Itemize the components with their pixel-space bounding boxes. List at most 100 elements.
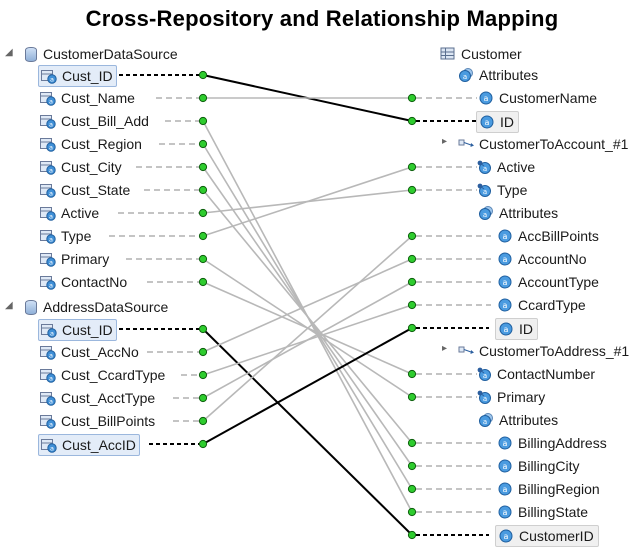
right-type[interactable]: a Type [476, 180, 527, 200]
right-ccardtype-label: CcardType [518, 297, 586, 313]
database-icon [22, 299, 38, 315]
left-connector-node[interactable] [198, 416, 208, 426]
left-connector-node[interactable] [198, 393, 208, 403]
right-accounttype-label: AccountType [518, 274, 599, 290]
attribute-icon: a [497, 297, 513, 313]
right-connector-node[interactable] [407, 277, 417, 287]
right-ccardtype[interactable]: a CcardType [497, 295, 586, 315]
left-connector-node[interactable] [198, 324, 208, 334]
attribute-icon: a [476, 182, 492, 198]
right-connector-node[interactable] [407, 116, 417, 126]
right-accountno-label: AccountNo [518, 251, 587, 267]
datasource-customer[interactable]: CustomerDataSource [22, 44, 178, 64]
left-connector-node[interactable] [198, 208, 208, 218]
left-connector-node[interactable] [198, 70, 208, 80]
expand-arrow-icon[interactable]: ◢ [5, 47, 13, 58]
svg-text:a: a [49, 375, 53, 383]
field-icon: a [40, 274, 56, 290]
relationship-customer-to-account[interactable]: CustomerToAccount_#1 [458, 134, 628, 154]
attribute-icon [458, 136, 474, 152]
left-connector-node[interactable] [198, 162, 208, 172]
right-connector-node[interactable] [407, 392, 417, 402]
left-connector-node[interactable] [198, 93, 208, 103]
right-connector-node[interactable] [407, 185, 417, 195]
right-connector-node[interactable] [407, 93, 417, 103]
right-connector-node[interactable] [407, 438, 417, 448]
right-connector-node[interactable] [407, 231, 417, 241]
right-customerid[interactable]: a CustomerID [495, 525, 599, 547]
left-connector-node[interactable] [198, 439, 208, 449]
attributes-group-label: Attributes [499, 205, 559, 221]
right-connector-node[interactable] [407, 254, 417, 264]
left-field-a4-field-label: Cust_City [61, 159, 122, 175]
left-connector-node[interactable] [198, 347, 208, 357]
right-type-label: Type [497, 182, 528, 198]
left-field-b0-field-label: Cust_ID [62, 322, 113, 338]
attribute-icon: a [498, 528, 514, 544]
left-connector-node[interactable] [198, 185, 208, 195]
attribute-icon: a [458, 67, 474, 83]
collapse-arrow-icon[interactable]: ▸ [442, 136, 448, 147]
left-connector-node[interactable] [198, 277, 208, 287]
right-connector-node[interactable] [407, 461, 417, 471]
datasource-address[interactable]: AddressDataSource [22, 297, 168, 317]
left-connector-node[interactable] [198, 139, 208, 149]
left-connector-node[interactable] [198, 254, 208, 264]
svg-text:a: a [49, 121, 53, 129]
right-connector-node[interactable] [407, 530, 417, 540]
right-connector-node[interactable] [407, 507, 417, 517]
mapping-line [202, 189, 413, 444]
right-connector-node[interactable] [407, 323, 417, 333]
entity-customer[interactable]: Customer [440, 44, 522, 64]
field-icon: a [40, 90, 56, 106]
right-connector-node[interactable] [407, 162, 417, 172]
left-field-a0-field-label: Cust_ID [62, 68, 113, 84]
relationship-customer-to-address[interactable]: CustomerToAddress_#1 [458, 341, 629, 361]
collapse-arrow-icon[interactable]: ▸ [442, 343, 448, 354]
expand-arrow-icon[interactable]: ◢ [5, 300, 13, 311]
right-customerid-label: CustomerID [519, 528, 594, 544]
right-active-label: Active [497, 159, 536, 175]
right-connector-node[interactable] [407, 369, 417, 379]
right-connector-node[interactable] [407, 300, 417, 310]
right-connector-node[interactable] [407, 484, 417, 494]
svg-text:a: a [503, 301, 508, 310]
svg-text:a: a [49, 144, 53, 152]
left-connector-node[interactable] [198, 116, 208, 126]
svg-text:a: a [485, 118, 490, 127]
left-connector-node[interactable] [198, 370, 208, 380]
left-connector-node[interactable] [198, 231, 208, 241]
